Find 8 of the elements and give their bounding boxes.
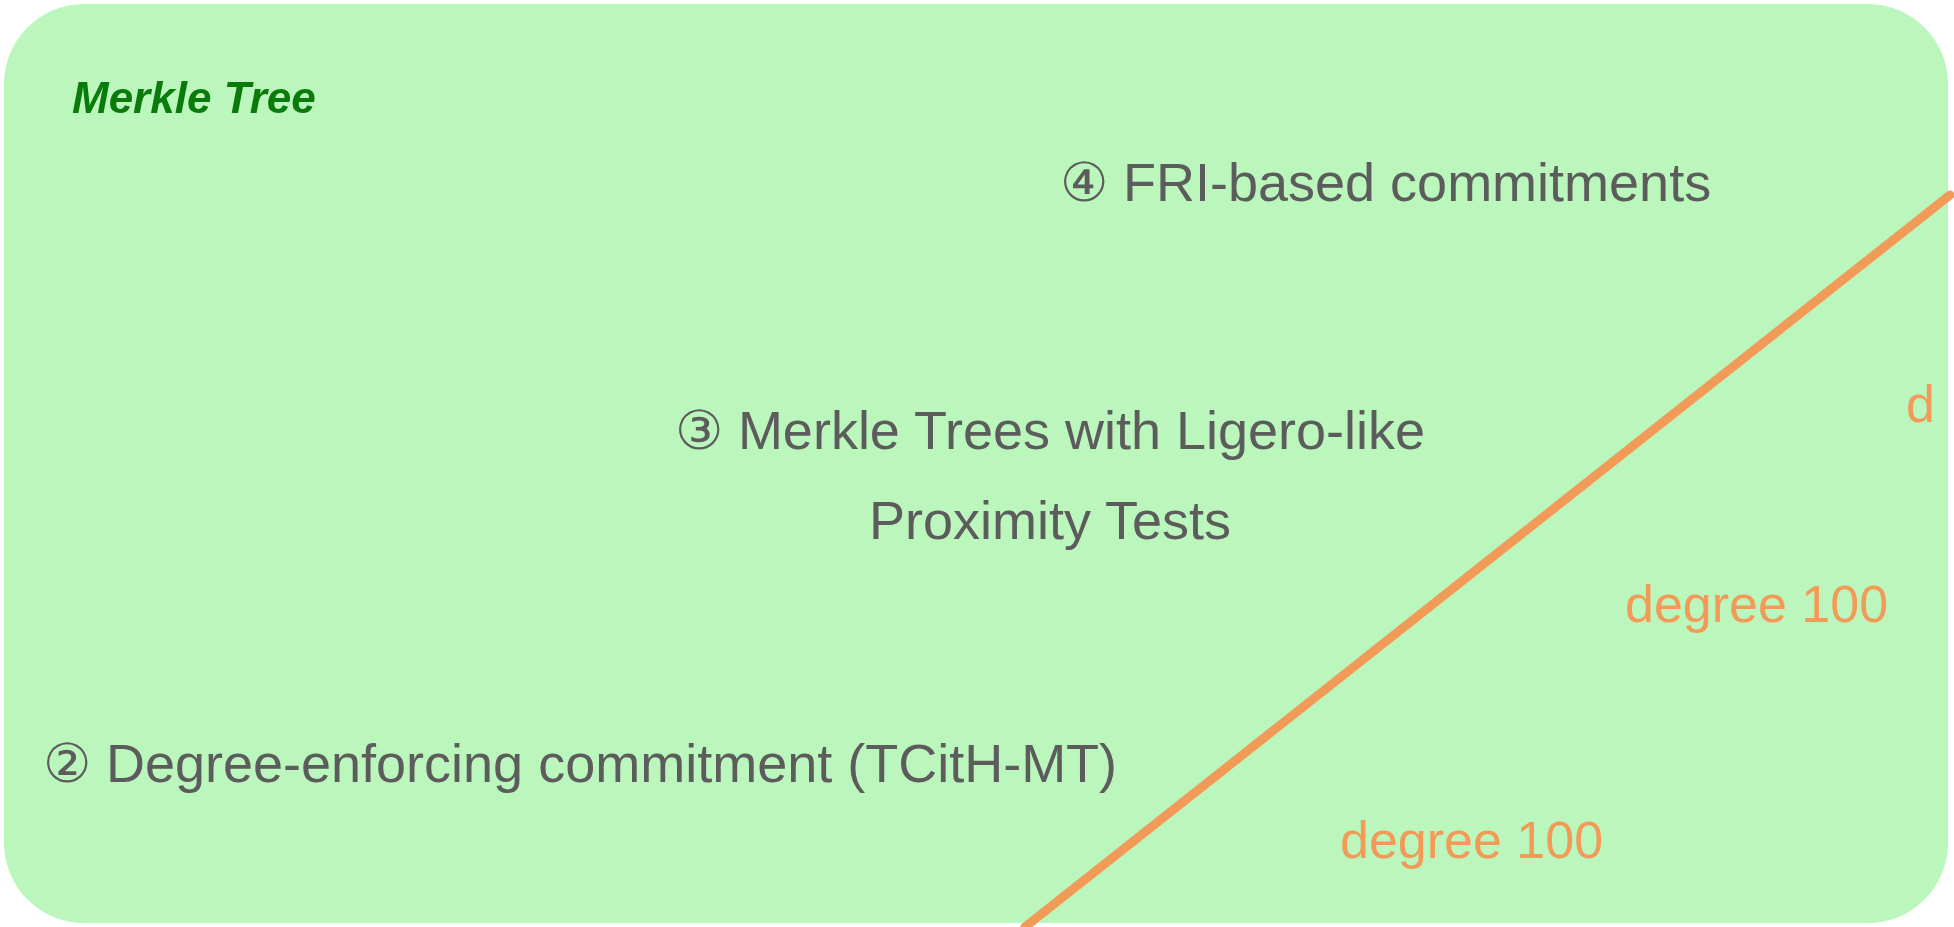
group-title: Merkle Tree [72,72,316,124]
scheme-label: ④ FRI-based commitments [1060,151,1712,214]
degree-label: degree 100 [1340,810,1604,871]
group-region [4,4,1948,923]
scheme-label: ② Degree-enforcing commitment (TCitH-MT) [41,732,1119,795]
scheme-label: ③ Merkle Trees with Ligero-like Proximity Tests [673,399,1427,552]
degree-label: degree 100 [1625,574,1889,635]
degree-label: d [1906,374,1935,435]
